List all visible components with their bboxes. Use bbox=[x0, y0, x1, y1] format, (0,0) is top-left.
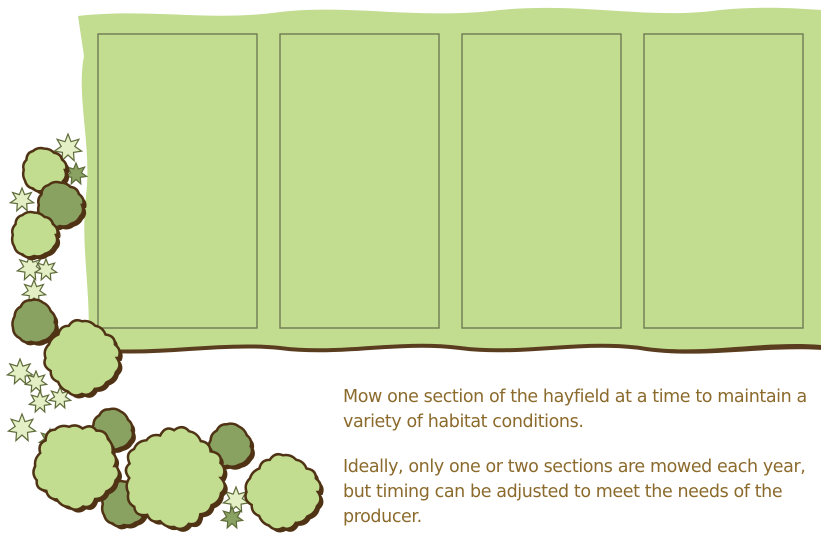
shrub-7 bbox=[7, 359, 32, 384]
shrub-10 bbox=[29, 391, 50, 412]
caption-paragraph-1: Mow one section of the hayfield at a tim… bbox=[343, 385, 815, 435]
shrub-2 bbox=[65, 163, 86, 184]
hayfield bbox=[78, 8, 821, 350]
caption-paragraph-2: Ideally, only one or two sections are mo… bbox=[343, 455, 815, 530]
shrub-9 bbox=[8, 414, 35, 441]
shrub-3 bbox=[10, 188, 33, 211]
tree-crown-11 bbox=[245, 454, 323, 532]
